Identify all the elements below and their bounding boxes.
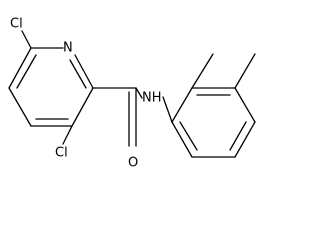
- bond-c3-cl: [62, 125, 73, 145]
- amide-nh-label: NH: [142, 91, 162, 106]
- carbonyl-oxygen-label: O: [128, 156, 138, 171]
- bond-carbonyl-nh: [135, 87, 143, 99]
- molecule-structure: Cl N Cl NH O: [8, 17, 256, 171]
- bond-c6-cl: [21, 30, 32, 49]
- bond-c5-c4: [8, 87, 32, 127]
- bond-b1-b2: [171, 87, 193, 123]
- pyridine-ring: [8, 47, 94, 127]
- methyl-bond-ortho: [191, 53, 214, 89]
- double-bond-c6-c5: [16, 54, 37, 89]
- double-bond-b4-b5: [229, 121, 247, 151]
- bond-c3-c2: [71, 87, 94, 127]
- bond-c2-n: [74, 54, 94, 89]
- bond-b6-b1: [171, 121, 193, 158]
- bond-nh-aryl: [162, 96, 173, 123]
- chlorine-label-top: Cl: [10, 17, 23, 32]
- bond-b3-b4: [234, 87, 256, 123]
- bond-b4-b5: [234, 121, 256, 158]
- benzene-ring: [171, 87, 256, 158]
- pyridine-nitrogen-label: N: [63, 41, 73, 56]
- bond-c6-c5: [8, 47, 32, 89]
- methyl-bond-meta: [234, 53, 256, 89]
- chlorine-label-bottom: Cl: [55, 146, 68, 161]
- double-bond-b6-b1: [179, 121, 198, 151]
- double-bond-c2-n: [69, 59, 87, 89]
